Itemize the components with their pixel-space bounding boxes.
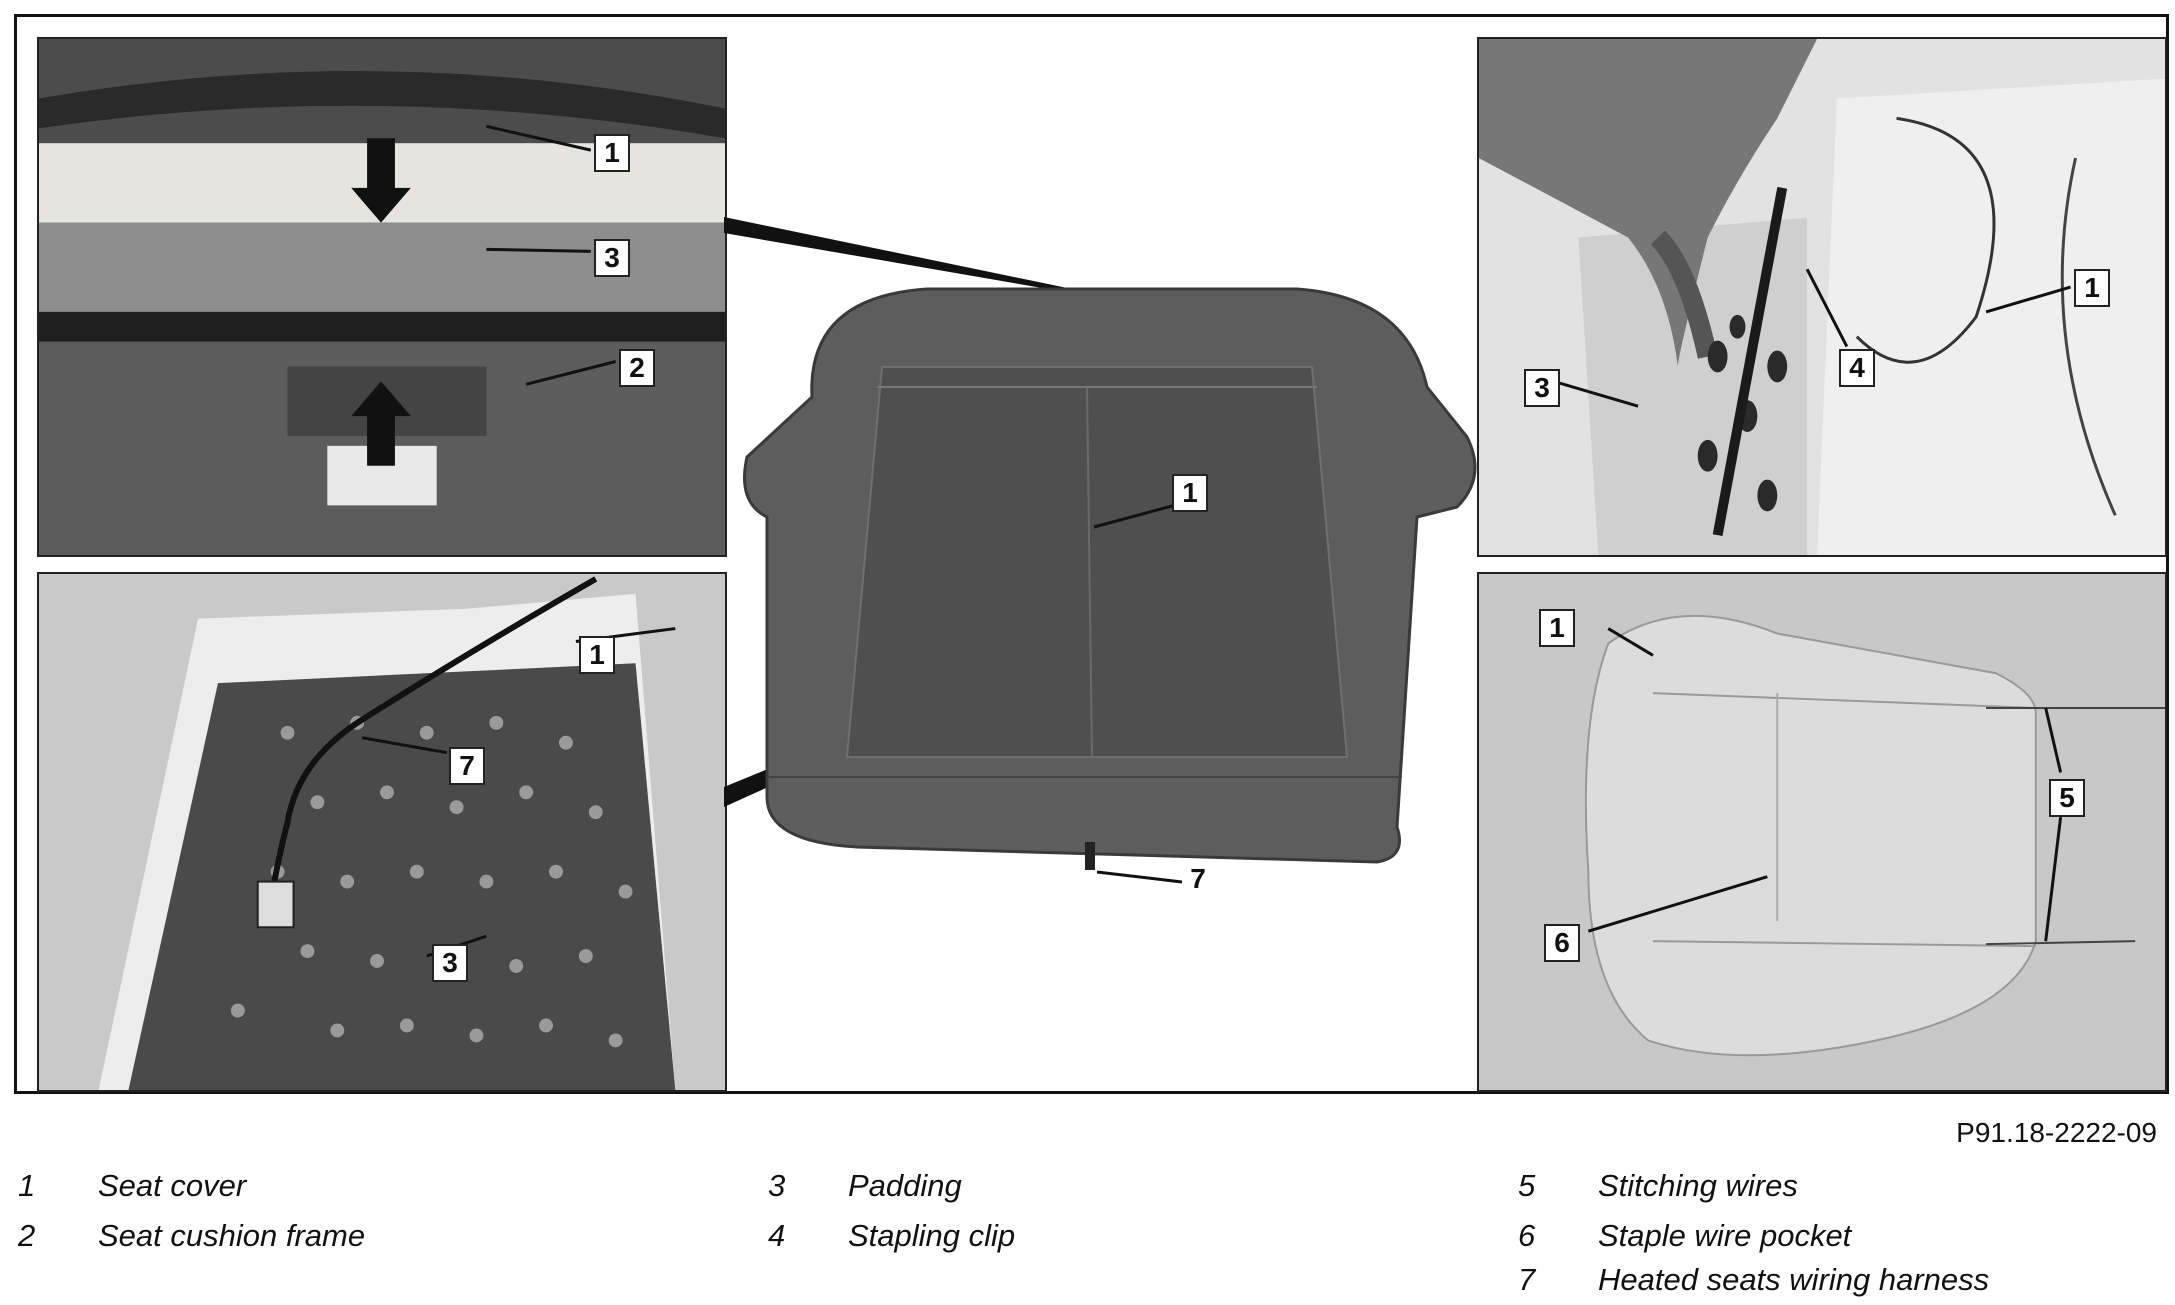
callout-3: 3 — [1524, 369, 1560, 407]
legend-number: 6 — [1518, 1218, 1536, 1253]
legend-number: 5 — [1518, 1168, 1536, 1203]
legend-label: Staple wire pocket — [1598, 1218, 1852, 1253]
callout-3: 3 — [432, 944, 468, 982]
callout-7: 7 — [1190, 863, 1206, 894]
callout-5: 5 — [2049, 779, 2085, 817]
callout-1: 1 — [1172, 474, 1208, 512]
legend-label: Stapling clip — [848, 1218, 1016, 1253]
photo-seat-frame-detail: 1 3 2 — [37, 37, 727, 557]
seat-cushion-drawing — [743, 287, 1477, 884]
legend: 1 Seat cover 2 Seat cushion frame 3 Padd… — [0, 1160, 2175, 1300]
legend-number: 2 — [18, 1218, 36, 1253]
callout-4: 4 — [1839, 349, 1875, 387]
legend-label: Seat cushion frame — [98, 1218, 366, 1253]
photo-padding-harness: 1 7 3 — [37, 572, 727, 1092]
legend-label: Padding — [848, 1168, 962, 1203]
legend-number: 3 — [768, 1168, 786, 1203]
photo-padding-illustration — [39, 574, 725, 1090]
callout-6: 6 — [1544, 924, 1580, 962]
callout-1: 1 — [594, 134, 630, 172]
photo-stapling-clip: 4 1 3 — [1477, 37, 2167, 557]
callout-2: 2 — [619, 349, 655, 387]
photo-seat-frame-illustration — [39, 39, 725, 555]
callout-1: 1 — [579, 636, 615, 674]
legend-number: 1 — [18, 1168, 36, 1203]
legend-label: Seat cover — [98, 1168, 247, 1203]
callout-3: 3 — [594, 239, 630, 277]
legend-number: 4 — [768, 1218, 786, 1253]
legend-number: 7 — [1518, 1262, 1536, 1297]
photo-cover-illustration — [1479, 574, 2165, 1090]
callout-1: 1 — [1539, 609, 1575, 647]
callout-7: 7 — [449, 747, 485, 785]
photo-seat-cover-wires: 1 5 6 — [1477, 572, 2167, 1092]
legend-label: Heated seats wiring harness — [1598, 1262, 1990, 1297]
photo-stapling-illustration — [1479, 39, 2165, 555]
figure-frame: 1 3 2 1 7 — [14, 14, 2169, 1094]
seat-cushion-illustration: 1 7 — [727, 277, 1487, 927]
figure-id: P91.18-2222-09 — [1956, 1117, 2157, 1148]
legend-label: Stitching wires — [1598, 1168, 1798, 1203]
callout-1: 1 — [2074, 269, 2110, 307]
